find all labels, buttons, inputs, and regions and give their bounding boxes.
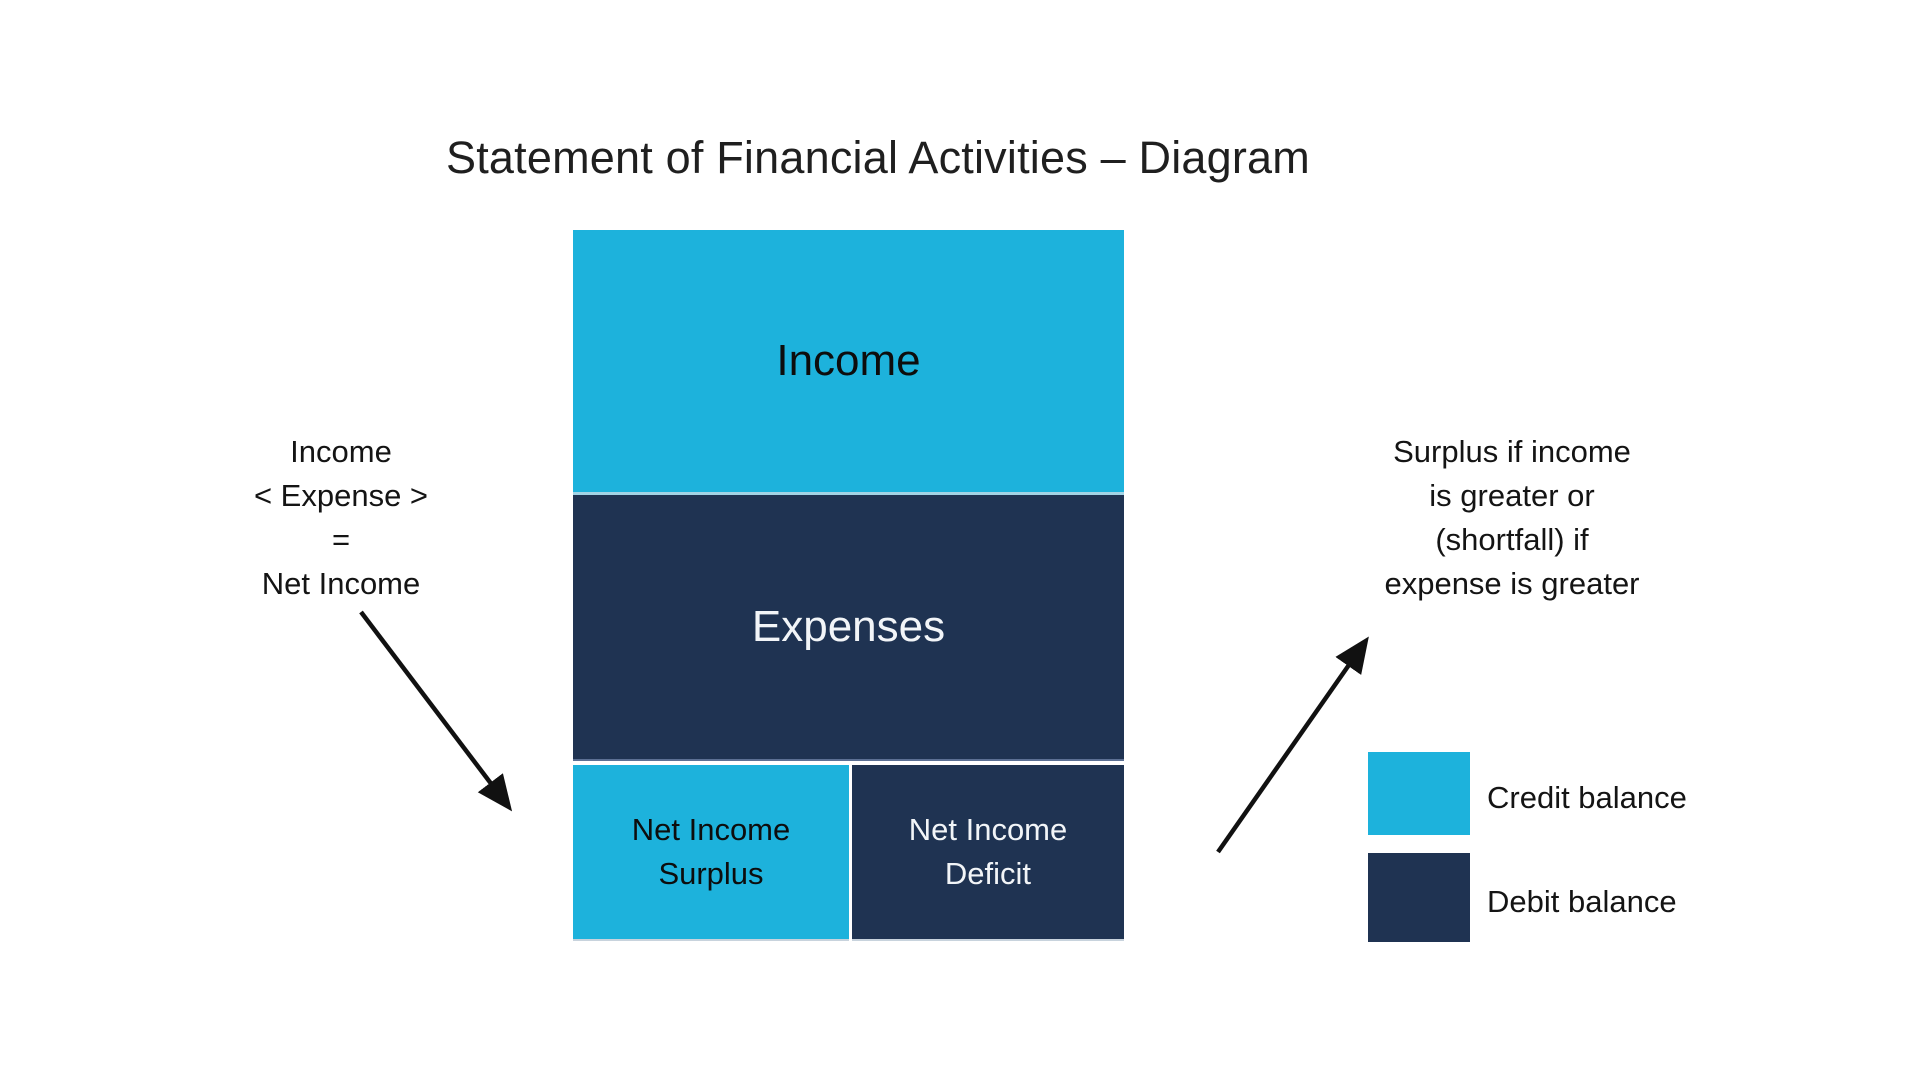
left-annotation-line4: Net Income bbox=[261, 566, 421, 601]
surplus-label-line1: Net Income bbox=[631, 812, 791, 847]
right-annotation-line2: is greater or bbox=[1429, 478, 1595, 513]
right-annotation-line4: expense is greater bbox=[1384, 566, 1640, 601]
income-box-label: Income bbox=[776, 336, 921, 385]
credit-balance-swatch bbox=[1368, 752, 1470, 835]
expenses-box: Expenses bbox=[573, 495, 1124, 761]
legend-item-credit: Credit balance bbox=[1368, 752, 1788, 835]
arrow-to-surplus-note-icon bbox=[1216, 636, 1369, 854]
left-annotation: Income < Expense > = Net Income bbox=[191, 430, 491, 606]
right-annotation: Surplus if income is greater or (shortfa… bbox=[1312, 430, 1712, 606]
debit-balance-swatch bbox=[1368, 853, 1470, 942]
legend-item-debit: Debit balance bbox=[1368, 853, 1788, 942]
page-title: Statement of Financial Activities – Diag… bbox=[446, 132, 1310, 183]
surplus-label-line2: Surplus bbox=[658, 856, 764, 891]
net-income-deficit-box: Net Income Deficit bbox=[852, 765, 1124, 941]
right-annotation-line1: Surplus if income bbox=[1393, 434, 1631, 469]
credit-balance-label: Credit balance bbox=[1487, 779, 1687, 815]
left-annotation-line1: Income bbox=[290, 434, 392, 469]
deficit-label-line1: Net Income bbox=[908, 812, 1068, 847]
expenses-box-label: Expenses bbox=[751, 602, 946, 651]
arrow-to-surplus-icon bbox=[359, 610, 513, 812]
deficit-label-line2: Deficit bbox=[944, 856, 1032, 891]
debit-balance-label: Debit balance bbox=[1487, 883, 1677, 919]
left-annotation-line2: < Expense > bbox=[253, 478, 429, 513]
net-income-surplus-box: Net Income Surplus bbox=[573, 765, 849, 941]
right-annotation-line3: (shortfall) if bbox=[1435, 522, 1589, 557]
left-annotation-line3: = bbox=[331, 522, 351, 557]
income-box: Income bbox=[573, 230, 1124, 495]
